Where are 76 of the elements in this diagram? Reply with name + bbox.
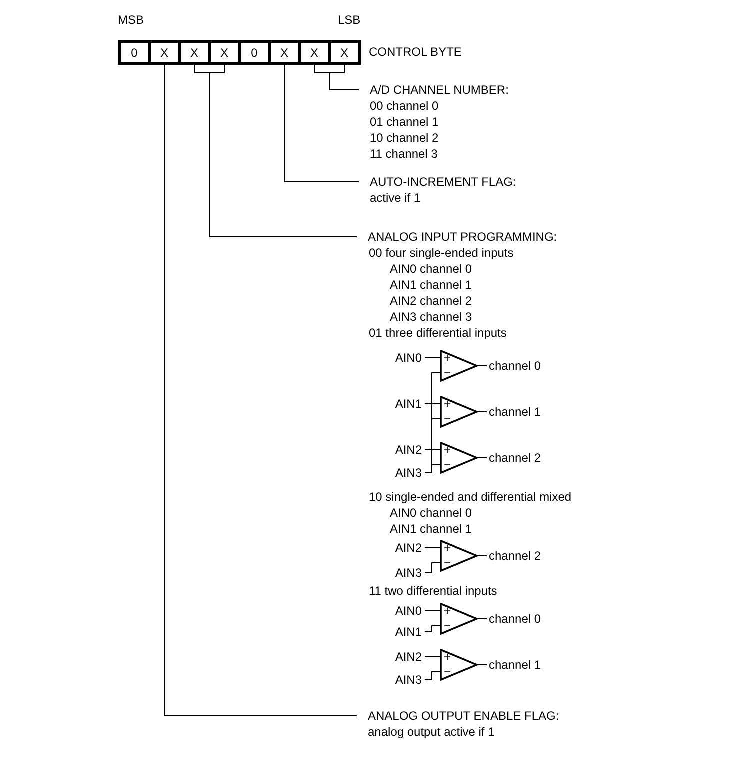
plus-sign: +	[444, 542, 452, 554]
description-text: 10 channel 2	[370, 130, 439, 146]
option-text: 10 single-ended and differential mixed	[369, 489, 572, 505]
bit-cell: X	[328, 40, 361, 65]
output-label: channel 2	[487, 450, 542, 466]
op-amp-symbol	[440, 649, 478, 681]
wire	[424, 672, 440, 680]
bit-cell: X	[208, 40, 241, 65]
op-amp-symbol	[440, 396, 478, 428]
mapping-text: AIN1 channel 1	[390, 277, 472, 293]
output-label: channel 0	[487, 358, 542, 374]
minus-sign: −	[444, 367, 452, 379]
pin-label: AIN3	[386, 565, 425, 581]
pin-label: AIN3	[386, 465, 425, 481]
bit-cell: 0	[238, 40, 271, 65]
bit-cell: X	[178, 40, 211, 65]
wire	[424, 626, 440, 632]
mapping-text: AIN1 channel 1	[390, 521, 472, 537]
description-text: 01 channel 1	[370, 114, 439, 130]
minus-sign: −	[444, 459, 452, 471]
op-amp-symbol	[440, 350, 478, 382]
lsb-label: LSB	[338, 12, 361, 28]
bit-cell: 0	[118, 40, 151, 65]
mapping-text: AIN2 channel 2	[390, 293, 472, 309]
msb-label: MSB	[118, 12, 144, 28]
mapping-text: AIN0 channel 0	[390, 505, 472, 521]
bit-cell: X	[148, 40, 181, 65]
wire	[424, 656, 440, 658]
pin-label: AIN0	[386, 350, 425, 366]
plus-sign: +	[444, 605, 452, 617]
minus-sign: −	[444, 557, 452, 569]
heading-text: A/D CHANNEL NUMBER:	[370, 82, 509, 98]
leader-line	[164, 64, 358, 716]
mapping-text: AIN0 channel 0	[390, 261, 472, 277]
output-label: channel 1	[487, 404, 542, 420]
option-text: 00 four single-ended inputs	[369, 245, 514, 261]
wire	[478, 664, 488, 666]
plus-sign: +	[444, 444, 452, 456]
heading-text: AUTO-INCREMENT FLAG:	[370, 174, 516, 190]
pin-label: AIN2	[386, 540, 425, 556]
wire	[424, 610, 440, 612]
pin-label: AIN0	[386, 603, 425, 619]
description-text: analog output active if 1	[368, 724, 495, 740]
op-amp-symbol	[440, 603, 478, 635]
description-text: active if 1	[370, 190, 421, 206]
op-amp-symbol	[440, 540, 478, 572]
output-label: channel 0	[487, 611, 542, 627]
minus-sign: −	[444, 413, 452, 425]
plus-sign: +	[444, 398, 452, 410]
leader-line	[284, 64, 360, 182]
minus-sign: −	[444, 620, 452, 632]
output-label: channel 2	[487, 548, 542, 564]
option-text: 11 two differential inputs	[369, 583, 498, 599]
bit-cell: X	[298, 40, 331, 65]
pin-label: AIN2	[386, 649, 425, 665]
mapping-text: AIN3 channel 3	[390, 309, 472, 325]
pin-label: AIN1	[386, 624, 425, 640]
output-label: channel 1	[487, 657, 542, 673]
description-text: 00 channel 0	[370, 98, 439, 114]
wire	[424, 562, 440, 574]
plus-sign: +	[444, 352, 452, 364]
register-label: CONTROL BYTE	[369, 44, 462, 60]
leader-line	[330, 64, 360, 90]
option-text: 01 three differential inputs	[369, 325, 507, 341]
bit-cell: X	[268, 40, 301, 65]
heading-text: ANALOG OUTPUT ENABLE FLAG:	[368, 708, 560, 724]
minus-sign: −	[444, 666, 452, 678]
wire	[478, 618, 488, 620]
op-amp-symbol	[440, 442, 478, 474]
wire	[424, 464, 440, 474]
pin-label: AIN3	[386, 672, 425, 688]
pin-label: AIN1	[386, 396, 425, 412]
pin-label: AIN2	[386, 442, 425, 458]
heading-text: ANALOG INPUT PROGRAMMING:	[368, 229, 558, 245]
plus-sign: +	[444, 651, 452, 663]
description-text: 11 channel 3	[370, 146, 438, 162]
